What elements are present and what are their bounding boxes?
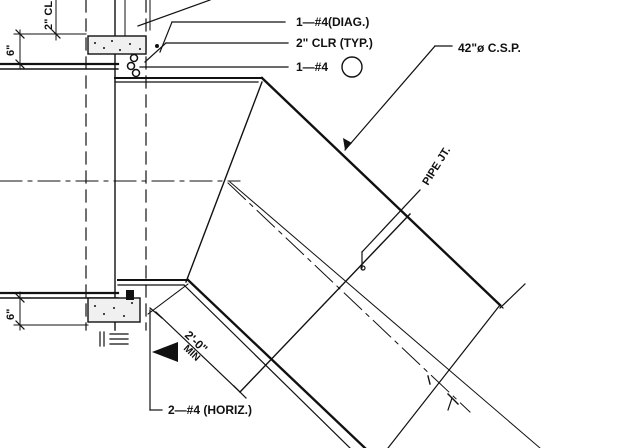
leader-lines: [137, 0, 453, 411]
label-cover-left-top: 2" CL: [43, 1, 55, 30]
label-dim-top: 6": [5, 45, 17, 56]
label-single-bar: 1—#4: [296, 60, 328, 74]
label-clear-cover: 2" CLR (TYP.): [296, 36, 373, 50]
dimension-left-top: [13, 0, 87, 69]
bar-section-symbol: [341, 56, 363, 78]
concrete-section-top: [87, 35, 159, 78]
label-dim-bottom: 6": [5, 309, 17, 320]
label-pipe: 42"ø C.S.P.: [458, 41, 521, 55]
dimension-left-bottom: [13, 291, 89, 331]
label-diag-bar: 1—#4(DIAG.): [296, 15, 369, 29]
label-pipe-joint: PIPE JT.: [420, 145, 453, 188]
label-horiz-bar: 2—#4 (HORIZ.): [168, 403, 252, 417]
concrete-section-bottom: [87, 290, 141, 347]
pipe-outline: [147, 76, 541, 448]
